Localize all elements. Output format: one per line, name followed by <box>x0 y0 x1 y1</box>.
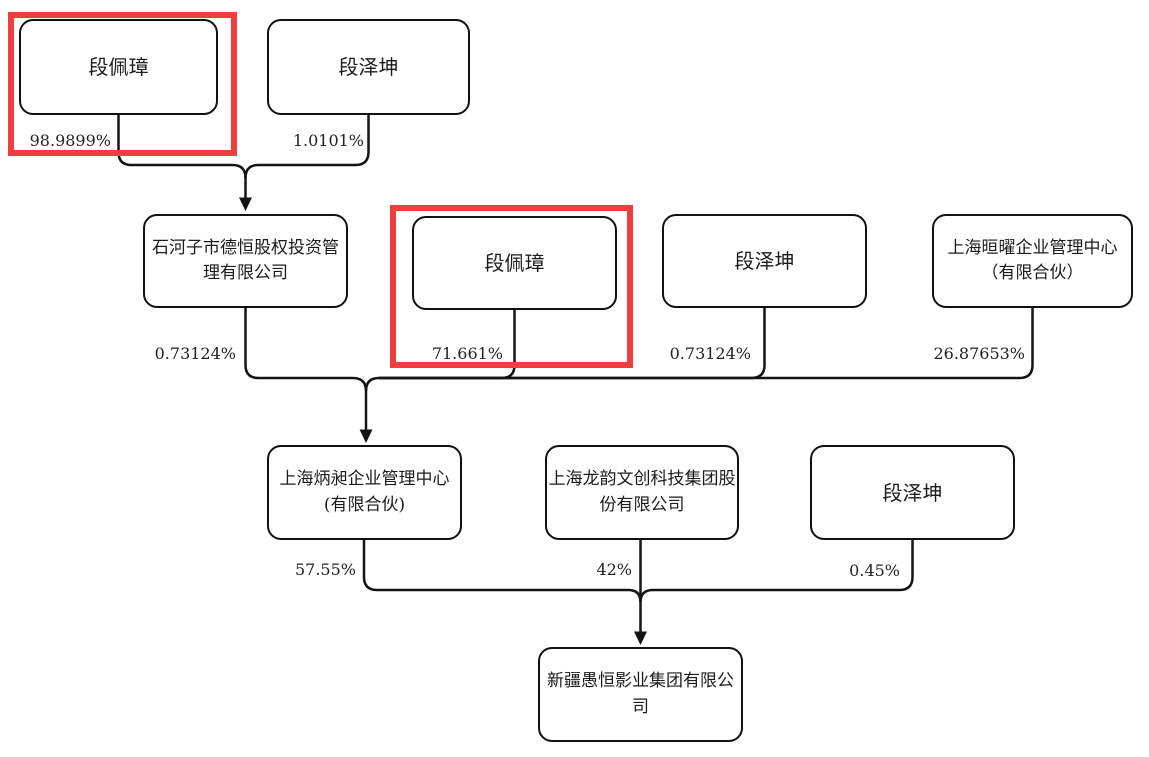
node-label: 上海龙韵文创科技集团股 份有限公司 <box>548 469 736 515</box>
ownership-label-r2-duan-peizhang: 71.661% <box>431 344 503 363</box>
node-label: 上海炳昶企业管理中心 (有限合伙) <box>279 469 450 515</box>
ownership-label-r2-shihezi-deheng: 0.73124% <box>154 344 236 363</box>
edge-r2-shihezi-deheng <box>244 308 368 430</box>
edge-r3-shanghai-bingchang <box>362 540 642 603</box>
node-r2-duan-zekun: 段泽坤 <box>662 214 867 308</box>
arrowhead-to-xinjiang-yuheng <box>634 631 647 645</box>
node-r3-shanghai-longyun: 上海龙韵文创科技集团股 份有限公司 <box>545 445 739 540</box>
node-target-xinjiang-yuheng: 新疆愚恒影业集团有限公 司 <box>538 647 743 742</box>
edge-r1-duan-zekun <box>244 115 370 179</box>
ownership-label-r2-shanghai-xuanyao: 26.87653% <box>933 344 1025 363</box>
ownership-label-r3-shanghai-longyun: 42% <box>596 560 632 579</box>
ownership-label-r2-duan-zekun: 0.73124% <box>669 344 751 363</box>
node-label: 段泽坤 <box>882 480 943 505</box>
node-label: 段佩璋 <box>484 251 545 275</box>
node-label: 上海晅曜企业管理中心 （有限合伙） <box>947 237 1118 284</box>
edge-r3-duan-zekun <box>639 540 914 603</box>
arrowhead-to-shanghai-bingchang <box>359 429 373 443</box>
ownership-label-r3-shanghai-bingchang: 57.55% <box>294 560 356 579</box>
node-r2-shanghai-xuanyao: 上海晅曜企业管理中心 （有限合伙） <box>932 214 1133 308</box>
node-r3-shanghai-bingchang: 上海炳昶企业管理中心 (有限合伙) <box>267 445 462 540</box>
node-label: 石河子市德恒股权投资管 理有限公司 <box>152 237 339 284</box>
arrowhead-to-shihezi-deheng <box>239 197 252 211</box>
ownership-label-r1-duan-peizhang: 98.9899% <box>29 131 111 150</box>
edge-r2-duan-zekun <box>379 308 766 380</box>
edge-r2-shanghai-xuanyao <box>379 308 1034 380</box>
node-label: 段泽坤 <box>734 249 795 273</box>
node-label: 段泽坤 <box>338 55 399 79</box>
node-r2-shihezi-deheng: 石河子市德恒股权投资管 理有限公司 <box>143 214 348 308</box>
node-r1-duan-peizhang: 段佩璋 <box>19 19 218 115</box>
node-r2-duan-peizhang: 段佩璋 <box>412 216 617 310</box>
edge-r1-duan-peizhang <box>117 115 247 198</box>
node-r1-duan-zekun: 段泽坤 <box>267 19 470 115</box>
node-label: 新疆愚恒影业集团有限公 司 <box>547 671 734 717</box>
ownership-label-r1-duan-zekun: 1.0101% <box>292 131 364 150</box>
node-label: 段佩璋 <box>88 55 149 79</box>
node-r3-duan-zekun: 段泽坤 <box>810 445 1015 540</box>
ownership-label-r3-duan-zekun: 0.45% <box>849 561 900 580</box>
